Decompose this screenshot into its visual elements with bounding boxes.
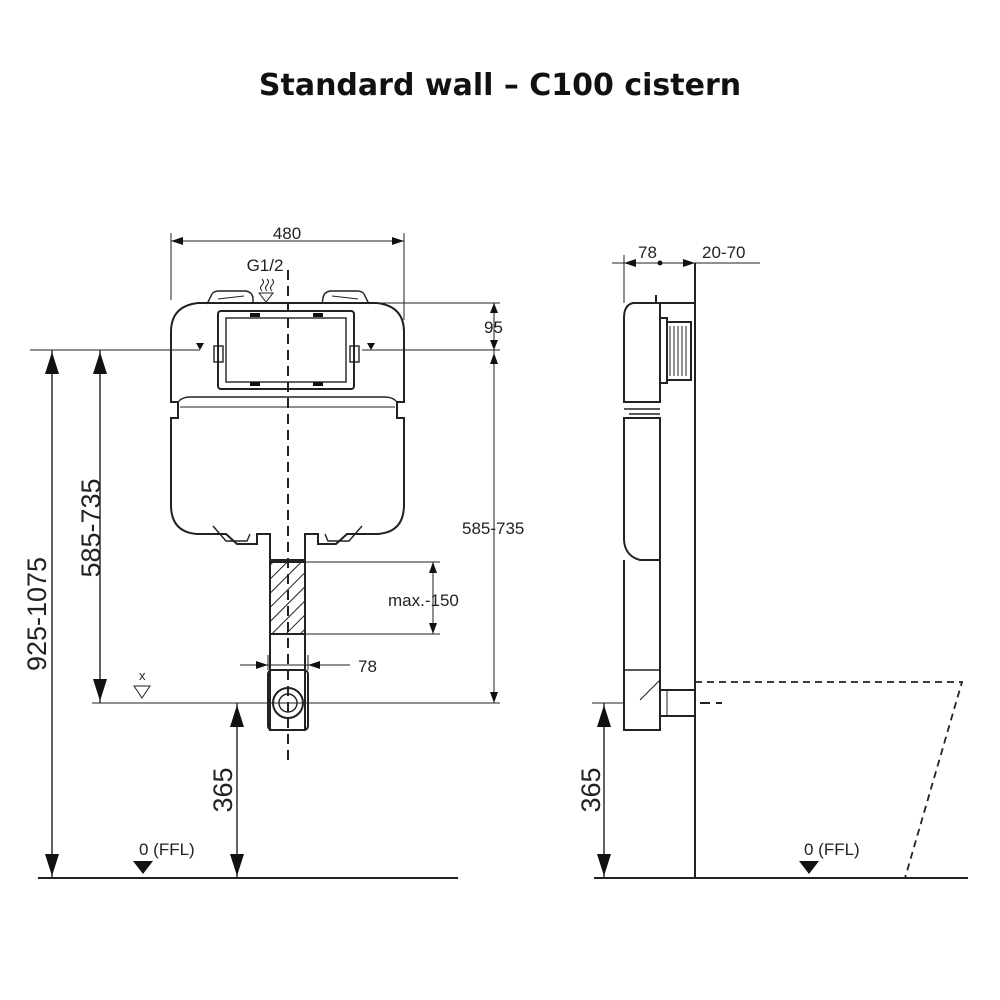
dim-outlet-width: 78 <box>358 657 377 676</box>
outlet-marker-label: x <box>139 668 146 683</box>
side-pipe <box>623 560 661 731</box>
dim-total-height: 925-1075 <box>22 557 52 671</box>
side-outlet <box>659 689 696 717</box>
dim-outlet-height: 365 <box>208 767 238 812</box>
dim-wall-gap: 20-70 <box>702 243 745 262</box>
floor-level-label: 0 (FFL) <box>139 840 195 859</box>
dim-flush-height-right: 585-735 <box>462 519 524 538</box>
dim-depth: 78 <box>638 243 657 262</box>
side-view: 78 20-70 365 0 (FFL) <box>576 243 968 879</box>
page-title: Standard wall – C100 cistern <box>258 68 742 103</box>
flush-plate-frame <box>217 310 355 390</box>
inlet-label: G1/2 <box>247 256 284 275</box>
plate-tab-left <box>213 345 224 363</box>
clip-right <box>321 290 370 305</box>
side-flush-knob <box>666 321 692 381</box>
side-cistern-upper <box>623 302 695 403</box>
dim-width: 480 <box>273 224 301 243</box>
clip-bottom-right <box>324 525 363 542</box>
side-flush-plate <box>659 317 668 384</box>
cistern-divider <box>177 396 398 403</box>
dim-top-offset: 95 <box>484 318 503 337</box>
side-cistern-lower <box>623 417 661 561</box>
clip-bottom-left <box>212 525 251 542</box>
side-dim-outlet-height: 365 <box>576 767 606 812</box>
dim-pipe-extension: max.-150 <box>388 591 459 610</box>
plate-tab-right <box>349 345 360 363</box>
water-inlet-icon <box>257 278 275 303</box>
flush-plate-inner <box>225 317 347 383</box>
side-floor-level-label: 0 (FFL) <box>804 840 860 859</box>
clip-left <box>206 290 254 305</box>
front-view: 480 G1/2 95 585-735 925-1075 585-735 x <box>22 224 524 879</box>
dim-flush-height-left: 585-735 <box>76 478 106 577</box>
